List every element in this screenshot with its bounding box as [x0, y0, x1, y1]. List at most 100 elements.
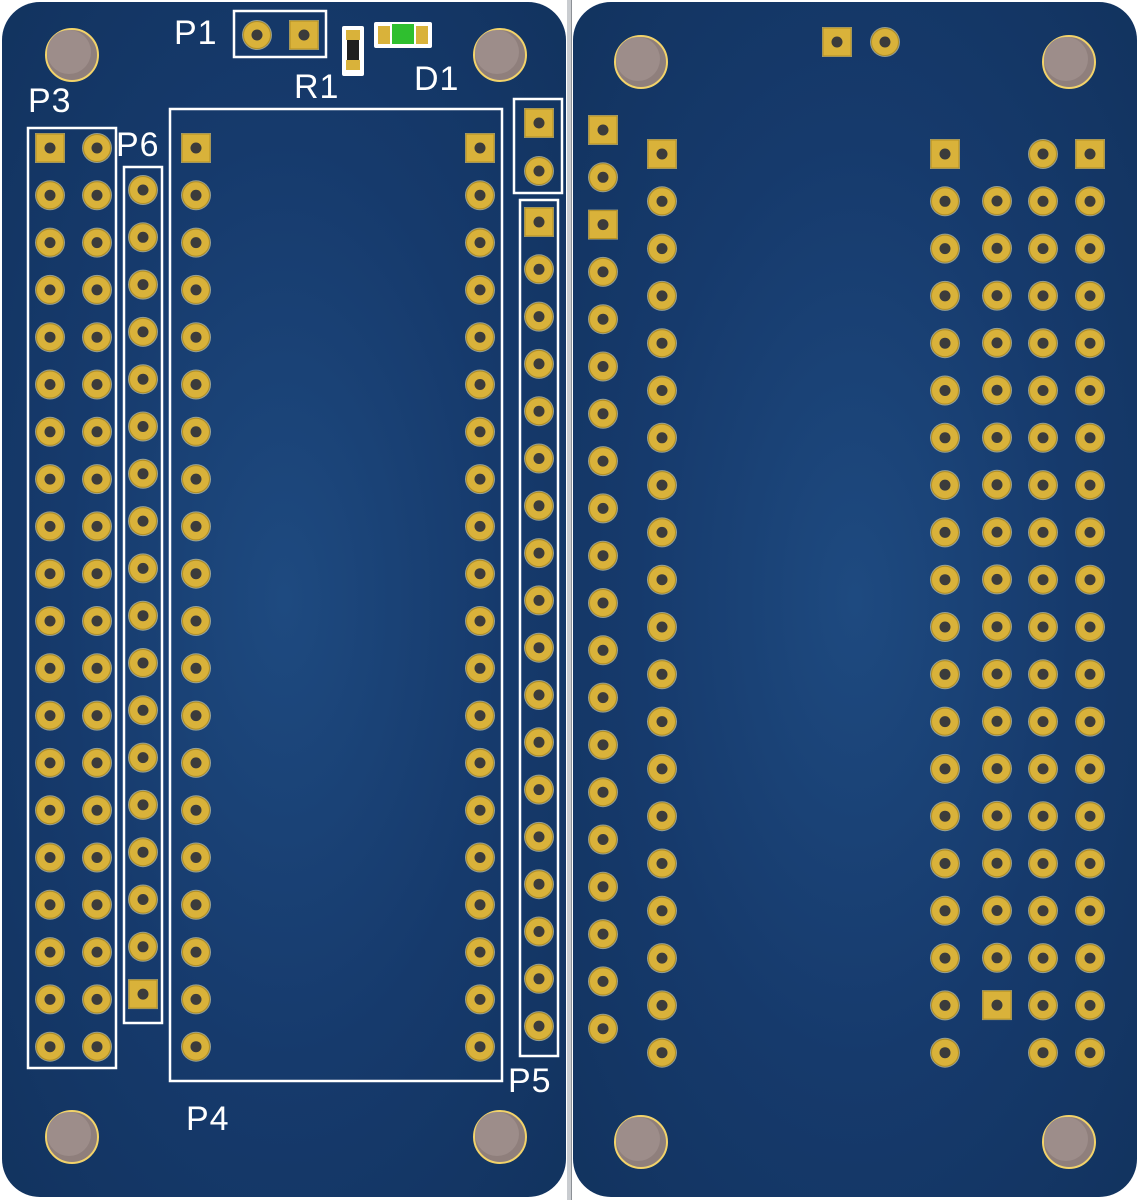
back-col-d-pad-7-hole [991, 526, 1003, 538]
back-col-e-pad-15-hole [1037, 858, 1049, 869]
label-p4: P4 [186, 1100, 230, 1138]
back-col-d-pad-5-hole [991, 432, 1003, 443]
back-col-f-pad-16-hole [1084, 905, 1096, 917]
r1-pad-bottom [346, 60, 360, 70]
p5-pad-13-hole [533, 831, 545, 843]
back-col-e-pad-1-hole [1037, 195, 1049, 207]
p4-left-pad-7-hole [190, 473, 202, 485]
back-col-f-pad-10-hole [1084, 621, 1096, 633]
back-col-c-pad-14-hole [939, 810, 951, 822]
p3-col2-pad-16-hole [91, 899, 103, 911]
p4-outline [168, 107, 504, 1083]
p4-left-pad-2-hole [190, 237, 202, 249]
p5a-pad-2-hole [533, 165, 545, 177]
back-col-a-pad-5-hole [597, 361, 609, 372]
back-col-d-pad-3-hole [991, 337, 1003, 349]
back-col-b-pad-1-hole [656, 195, 668, 207]
p4-right-pad-18-hole [474, 993, 486, 1005]
p5-pad-9-hole [533, 642, 545, 654]
mount-hole-bl-inner [47, 1112, 91, 1156]
back-col-a-pad-0-hole [597, 124, 609, 136]
view-divider-line [571, 0, 572, 1200]
p4-right-pad-6-hole [474, 426, 486, 438]
p3-col1-pad-10-hole [44, 615, 56, 627]
back-col-f-pad-6-hole [1084, 432, 1096, 444]
p3-col1-pad-18-hole [44, 993, 56, 1005]
view-divider [567, 0, 572, 1200]
p3-col1-pad-14-hole [44, 804, 56, 816]
p1-outline [232, 9, 328, 59]
back-col-e-pad-17-hole [1037, 952, 1049, 964]
p3-col2-pad-14-hole [91, 804, 103, 816]
p3-col1-pad-19-hole [44, 1041, 56, 1053]
back-col-a-pad-16-hole [597, 881, 609, 893]
back-col-a-pad-18-hole [597, 975, 609, 987]
back-col-a-pad-9-hole [597, 550, 609, 562]
p4-left-pad-16-hole [190, 899, 202, 911]
back-col-c-pad-5-hole [939, 385, 951, 396]
p3-col2-pad-15-hole [91, 852, 103, 863]
back-col-f-pad-4-hole [1084, 337, 1096, 349]
back-col-e-pad-9-hole [1037, 574, 1049, 586]
p3-col2-pad-19-hole [91, 1041, 103, 1053]
back-col-c-pad-18-hole [939, 999, 951, 1011]
back-col-a-pad-7-hole [597, 455, 609, 467]
back-col-f-pad-19-hole [1084, 1047, 1096, 1059]
p6-pad-10-hole [137, 657, 149, 669]
back-col-f-pad-0-hole [1084, 148, 1096, 160]
front-layer-graphics [26, 9, 564, 1164]
p4-right-pad-4-hole [474, 331, 486, 343]
p5-pad-15-hole [533, 926, 545, 937]
back-col-e-pad-18-hole [1037, 999, 1049, 1011]
back-col-a-pad-10-hole [597, 597, 609, 609]
p4-left-pad-10-hole [190, 615, 202, 627]
back-col-e-pad-2-hole [1037, 243, 1049, 255]
back-col-c-pad-11-hole [939, 668, 951, 680]
p4-right-pad-13-hole [474, 757, 486, 769]
d1-pad-left [378, 26, 390, 44]
back-col-f-pad-17-hole [1084, 952, 1096, 964]
d1-pad-right [416, 26, 428, 44]
back-col-d-pad-12-hole [991, 763, 1003, 775]
mount-hole-tl-inner [47, 30, 91, 74]
p3-col2-pad-0-hole [91, 142, 103, 154]
back-col-d-pad-15-hole [991, 905, 1003, 916]
back-col-d-pad-14-hole [991, 857, 1003, 869]
back-col-b-pad-16-hole [656, 905, 668, 917]
back-col-c-pad-6-hole [939, 432, 951, 444]
label-p6: P6 [116, 126, 160, 164]
back-col-a-pad-17-hole [597, 928, 609, 940]
back-col-e-pad-4-hole [1037, 337, 1049, 349]
p3-col1-pad-15-hole [44, 852, 56, 863]
back-col-f-pad-9-hole [1084, 574, 1096, 586]
p4-right-pad-11-hole [474, 662, 486, 674]
back-col-f-pad-13-hole [1084, 763, 1096, 775]
p3-col1-pad-0-hole [44, 142, 56, 154]
label-d1: D1 [414, 60, 460, 98]
back-col-b-pad-18-hole [656, 999, 668, 1011]
back-col-c-pad-4-hole [939, 337, 951, 349]
p4-left-pad-13-hole [190, 757, 202, 769]
p4-right-pad-2-hole [474, 237, 486, 249]
back-col-e-pad-16-hole [1037, 905, 1049, 917]
p5a-outline [512, 97, 564, 195]
p5-outline [518, 198, 560, 1058]
back-col-e-pad-6-hole [1037, 432, 1049, 444]
r1-pad-top [346, 30, 360, 40]
p6-pad-11-hole [137, 704, 149, 716]
back-col-a-pad-15-hole [597, 834, 609, 845]
p5-pad-4-hole [533, 405, 545, 417]
p5-pad-3-hole [533, 358, 545, 370]
back-col-b-pad-13-hole [656, 763, 668, 775]
p6-pad-6-hole [137, 468, 149, 480]
p6-pad-13-hole [137, 799, 149, 811]
p3-col1-pad-5-hole [44, 379, 56, 390]
p5-pad-16-hole [533, 973, 545, 985]
back-col-b-pad-4-hole [656, 337, 668, 349]
back-col-c-pad-19-hole [939, 1047, 951, 1059]
p3-col1-pad-4-hole [44, 331, 56, 343]
back-col-c-pad-0-hole [939, 148, 951, 160]
back-col-c-pad-7-hole [939, 479, 951, 491]
p6-pad-2-hole [137, 279, 149, 291]
p3-col2-pad-2-hole [91, 237, 103, 249]
